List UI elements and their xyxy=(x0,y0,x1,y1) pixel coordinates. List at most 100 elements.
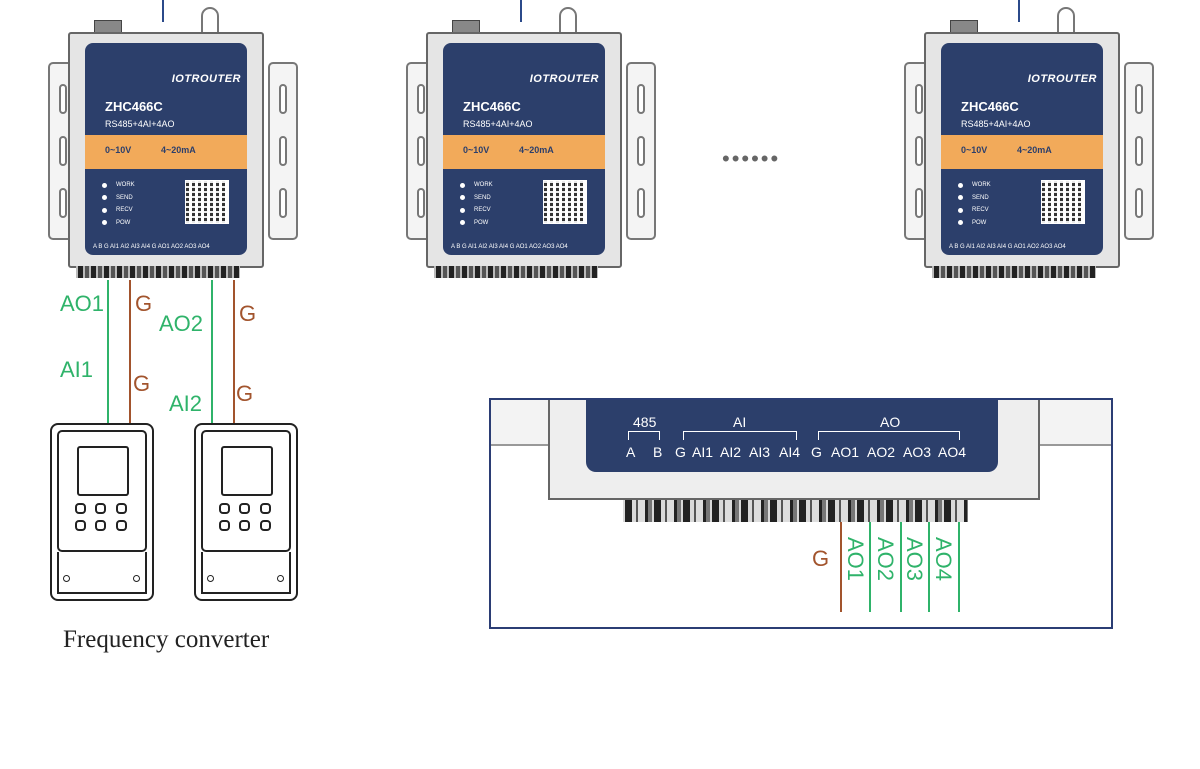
signal-range-band: 0~10V 4~20mA xyxy=(941,135,1103,169)
range-1: 0~10V xyxy=(105,145,132,155)
range-1: 0~10V xyxy=(463,145,490,155)
led-list: WORK SEND RECV POW xyxy=(958,179,991,229)
pin-ai1: AI1 xyxy=(692,444,714,460)
pin-ao3: AO3 xyxy=(903,444,932,460)
label-ao2: AO2 xyxy=(159,311,204,336)
device-body: IOTROUTER ZHC466C RS485+4AI+4AO 0~10V 4~… xyxy=(68,32,264,268)
wire-g-1 xyxy=(129,280,131,425)
terminal-block xyxy=(932,266,1096,278)
pin-g-ai: G xyxy=(675,444,686,460)
frequency-converter-2 xyxy=(194,423,298,601)
port-labels: A B G AI1 AI2 AI3 AI4 G AO1 AO2 AO3 AO4 xyxy=(949,244,1066,250)
led-pow: POW xyxy=(102,217,135,229)
range-2: 4~20mA xyxy=(161,145,196,155)
wire-g-2 xyxy=(233,280,235,425)
pin-ao1: AO1 xyxy=(831,444,860,460)
led-work: WORK xyxy=(102,179,135,191)
brand-logo: IOTROUTER xyxy=(529,73,599,85)
inverter-display xyxy=(221,446,273,496)
brand-logo: IOTROUTER xyxy=(1027,73,1097,85)
port-labels: A B G AI1 AI2 AI3 AI4 G AO1 AO2 AO3 AO4 xyxy=(93,244,210,250)
zoom-bracket-right xyxy=(1027,400,1111,446)
model-spec: RS485+4AI+4AO xyxy=(463,119,533,129)
terminal-block xyxy=(434,266,598,278)
rs485-cable xyxy=(1018,0,1020,22)
device-body: IOTROUTER ZHC466C RS485+4AI+4AO 0~10V 4~… xyxy=(924,32,1120,268)
label-ai1: AI1 xyxy=(60,357,94,382)
zoom-wire-ao3 xyxy=(928,522,930,612)
zoom-label-g: G xyxy=(812,546,830,571)
mount-bracket-right xyxy=(1124,62,1154,240)
port-labels: A B G AI1 AI2 AI3 AI4 G AO1 AO2 AO3 AO4 xyxy=(451,244,568,250)
zoom-terminal-block xyxy=(623,500,968,522)
led-recv: RECV xyxy=(102,204,135,216)
label-g-1b: G xyxy=(133,371,151,396)
led-recv: RECV xyxy=(460,204,493,216)
terminal-zoom-detail: 485 AI AO A B G AI1 AI2 AI3 AI4 G AO1 AO… xyxy=(489,398,1113,629)
inverter-caption: Frequency converter xyxy=(63,626,270,653)
range-1: 0~10V xyxy=(961,145,988,155)
label-g-2b: G xyxy=(236,381,254,406)
led-send: SEND xyxy=(958,192,991,204)
pin-a: A xyxy=(626,444,636,460)
model-name: ZHC466C xyxy=(463,99,521,114)
pin-ao2: AO2 xyxy=(867,444,896,460)
device-panel: IOTROUTER ZHC466C RS485+4AI+4AO 0~10V 4~… xyxy=(443,43,605,255)
led-pow: POW xyxy=(958,217,991,229)
label-ao1: AO1 xyxy=(60,291,105,316)
label-g-1a: G xyxy=(135,291,153,316)
zoom-label-ao1: AO1 xyxy=(843,537,868,582)
rs485-cable xyxy=(162,0,164,22)
mount-bracket-right xyxy=(626,62,656,240)
zoom-wire-ao4 xyxy=(958,522,960,612)
led-recv: RECV xyxy=(958,204,991,216)
rs485-cable xyxy=(520,0,522,22)
model-name: ZHC466C xyxy=(105,99,163,114)
device-3: IOTROUTER ZHC466C RS485+4AI+4AO 0~10V 4~… xyxy=(904,0,1154,280)
terminal-block xyxy=(76,266,240,278)
mount-bracket-right xyxy=(268,62,298,240)
led-send: SEND xyxy=(102,192,135,204)
model-spec: RS485+4AI+4AO xyxy=(105,119,175,129)
group-ai-label: AI xyxy=(733,414,747,430)
zoom-wire-ao2 xyxy=(900,522,902,612)
device-body: IOTROUTER ZHC466C RS485+4AI+4AO 0~10V 4~… xyxy=(426,32,622,268)
signal-range-band: 0~10V 4~20mA xyxy=(85,135,247,169)
wire-ao1-ai1 xyxy=(107,280,109,425)
device-2: IOTROUTER ZHC466C RS485+4AI+4AO 0~10V 4~… xyxy=(406,0,656,280)
model-spec: RS485+4AI+4AO xyxy=(961,119,1031,129)
led-send: SEND xyxy=(460,192,493,204)
range-2: 4~20mA xyxy=(1017,145,1052,155)
pin-g-ao: G xyxy=(811,444,822,460)
label-g-2a: G xyxy=(239,301,257,326)
device-panel: IOTROUTER ZHC466C RS485+4AI+4AO 0~10V 4~… xyxy=(85,43,247,255)
inverter-display xyxy=(77,446,129,496)
label-ai2: AI2 xyxy=(169,391,203,416)
device-panel: IOTROUTER ZHC466C RS485+4AI+4AO 0~10V 4~… xyxy=(941,43,1103,255)
pin-b: B xyxy=(653,444,663,460)
led-pow: POW xyxy=(460,217,493,229)
zoom-label-ao3: AO3 xyxy=(902,537,927,582)
qr-code xyxy=(185,180,229,224)
led-work: WORK xyxy=(460,179,493,191)
brand-logo: IOTROUTER xyxy=(171,73,241,85)
group-485-label: 485 xyxy=(633,414,657,430)
more-devices-ellipsis: •••••• xyxy=(722,146,781,171)
zoom-label-ao4: AO4 xyxy=(931,537,956,582)
model-name: ZHC466C xyxy=(961,99,1019,114)
group-ao-label: AO xyxy=(880,414,901,430)
zoom-panel: 485 AI AO A B G AI1 AI2 AI3 AI4 G AO1 AO… xyxy=(586,400,998,472)
range-2: 4~20mA xyxy=(519,145,554,155)
pin-ai2: AI2 xyxy=(720,444,742,460)
pin-ai4: AI4 xyxy=(779,444,801,460)
led-list: WORK SEND RECV POW xyxy=(460,179,493,229)
pin-ai3: AI3 xyxy=(749,444,771,460)
qr-code xyxy=(1041,180,1085,224)
frequency-converter-1 xyxy=(50,423,154,601)
pin-ao4: AO4 xyxy=(938,444,967,460)
signal-range-band: 0~10V 4~20mA xyxy=(443,135,605,169)
wire-ao2-ai2 xyxy=(211,280,213,425)
led-work: WORK xyxy=(958,179,991,191)
led-list: WORK SEND RECV POW xyxy=(102,179,135,229)
device-1: IOTROUTER ZHC466C RS485+4AI+4AO 0~10V 4~… xyxy=(48,0,298,280)
